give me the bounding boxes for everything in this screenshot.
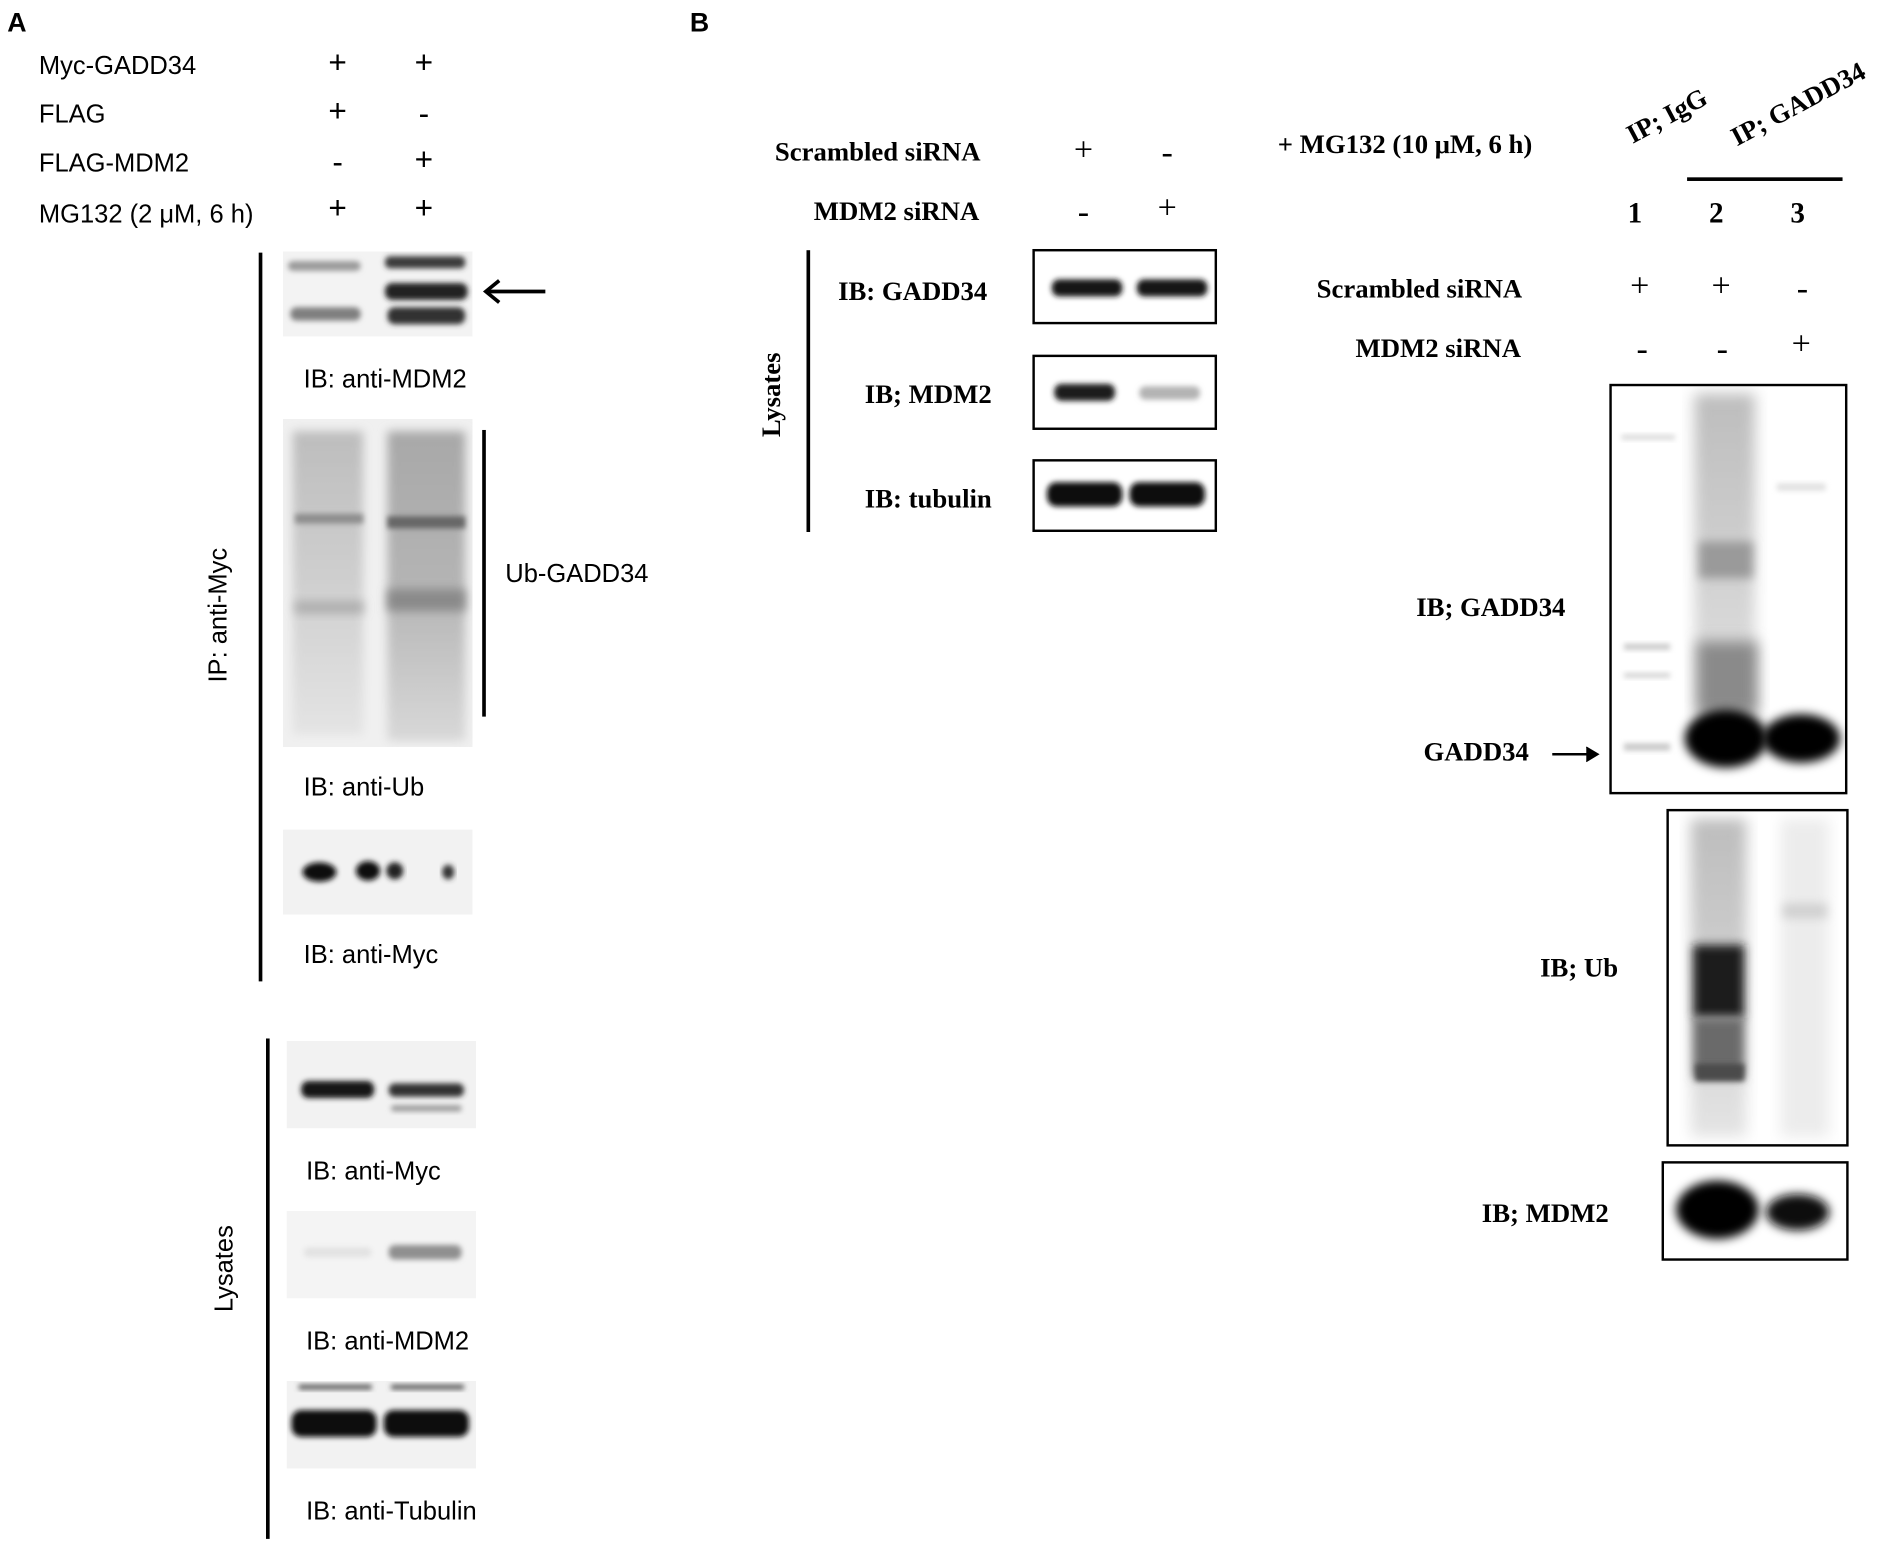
blot-lys-tubulin [286, 1381, 477, 1469]
lane-number: 3 [1790, 197, 1805, 230]
condition-sign: + [1791, 325, 1811, 364]
blot-image [1054, 383, 1201, 401]
arrow-right-icon [1552, 746, 1600, 763]
blot-image [1690, 818, 1830, 1137]
ip-group-label: IP: anti-Myc [204, 547, 233, 683]
condition-label: FLAG [38, 100, 106, 129]
blot-b-ip-mdm2 [1661, 1161, 1849, 1261]
blot-ip-ub [283, 419, 473, 747]
condition-sign: + [328, 43, 347, 81]
blot-label: IB; Ub [1540, 952, 1619, 983]
condition-sign: + [328, 92, 347, 129]
condition-label: MG132 (2 μM, 6 h) [38, 200, 254, 229]
ub-bracket [482, 429, 486, 717]
blot-label: IB: anti-Ub [303, 773, 425, 802]
blot-b-mdm2 [1032, 354, 1218, 430]
condition-sign: - [1716, 330, 1728, 369]
condition-sign: + [1157, 189, 1177, 228]
blot-image [286, 1210, 477, 1299]
condition-sign: + [1630, 267, 1650, 305]
blot-ip-mdm2 [283, 251, 473, 337]
blot-label: IB: tubulin [864, 483, 992, 514]
lane-number: 2 [1708, 197, 1724, 230]
arrow-left-icon [482, 279, 546, 304]
lane-number: 1 [1627, 197, 1643, 230]
blot-image [283, 251, 473, 337]
blot-image [1051, 279, 1208, 297]
condition-label: Myc-GADD34 [38, 52, 197, 81]
blot-b-gadd34 [1032, 248, 1218, 325]
blot-b-ip-gadd34 [1609, 383, 1848, 795]
blot-lys-mdm2 [286, 1210, 477, 1299]
panel-b-letter: B [689, 7, 710, 38]
blot-image [1676, 1180, 1830, 1239]
lysates-bracket-b [806, 250, 811, 532]
condition-sign: + [328, 189, 347, 226]
condition-sign: - [332, 143, 343, 180]
blot-label: IB; MDM2 [1481, 1197, 1609, 1228]
ip-gadd34-label: IP; GADD34 [1725, 55, 1871, 152]
blot-image [1046, 482, 1205, 507]
condition-label: Scrambled siRNA [1316, 273, 1523, 304]
condition-sign: + [414, 189, 434, 226]
blot-label: IB; GADD34 [1416, 591, 1566, 622]
condition-sign: - [1796, 269, 1809, 308]
condition-label: FLAG-MDM2 [38, 149, 190, 178]
lysates-group-label-b: Lysates [755, 352, 786, 438]
blot-ip-myc [283, 829, 473, 915]
blot-b-ip-ub [1666, 808, 1849, 1147]
lysates-group-label: Lysates [210, 1225, 239, 1313]
ip-igg-label: IP; IgG [1621, 81, 1713, 150]
blot-image [283, 829, 473, 915]
blot-image [286, 1040, 477, 1129]
blot-label: IB: anti-Myc [306, 1157, 441, 1186]
ub-bracket-label: Ub-GADD34 [505, 559, 649, 588]
blot-label: IB: anti-MDM2 [303, 365, 467, 394]
condition-sign: - [418, 94, 430, 132]
condition-sign: + [414, 140, 434, 178]
blot-label: IB: anti-Myc [303, 941, 439, 970]
condition-label: MDM2 siRNA [813, 195, 980, 226]
blot-label: IB: anti-MDM2 [306, 1327, 470, 1356]
blot-label: IB; MDM2 [864, 378, 992, 410]
blot-image [283, 419, 473, 747]
blot-image [286, 1381, 477, 1469]
treatment-label: + MG132 (10 μM, 6 h) [1277, 128, 1533, 160]
blot-label: IB: GADD34 [838, 275, 988, 307]
ip-gadd34-underline [1687, 177, 1843, 181]
condition-label: MDM2 siRNA [1355, 332, 1522, 364]
condition-sign: + [1073, 131, 1094, 169]
condition-label: Scrambled siRNA [774, 136, 981, 167]
gadd34-band-label: GADD34 [1423, 736, 1529, 767]
ip-group-bracket [258, 252, 263, 982]
blot-lys-myc [286, 1040, 477, 1129]
condition-sign: - [1077, 193, 1090, 231]
condition-sign: - [1161, 133, 1173, 172]
panel-a-letter: A [7, 7, 27, 38]
blot-label: IB: anti-Tubulin [306, 1497, 477, 1526]
blot-b-tubulin [1032, 459, 1218, 532]
condition-sign: + [414, 43, 434, 81]
condition-sign: - [1636, 330, 1648, 369]
lysates-group-bracket [265, 1038, 270, 1539]
condition-sign: + [1711, 267, 1731, 305]
blot-image [1621, 393, 1841, 768]
